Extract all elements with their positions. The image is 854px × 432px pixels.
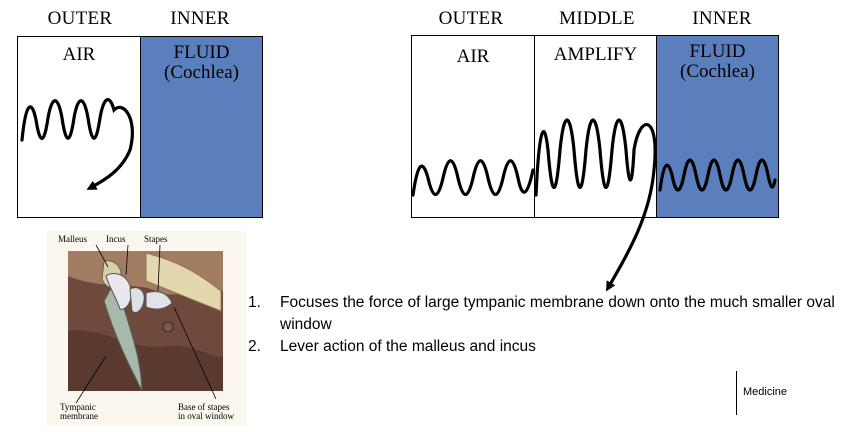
right-fluid-wave xyxy=(660,160,775,190)
label-malleus: Malleus xyxy=(58,234,87,244)
list-item-number: 1. xyxy=(248,292,261,314)
label-base-line2: in oval window xyxy=(178,411,234,421)
label-stapes: Stapes xyxy=(144,234,168,244)
list-item: 1. Focuses the force of large tympanic m… xyxy=(248,292,838,336)
label-incus: Incus xyxy=(106,234,126,244)
list-item-number: 2. xyxy=(248,336,261,358)
explanation-list: 1. Focuses the force of large tympanic m… xyxy=(248,292,838,358)
label-tympanic-line2: membrane xyxy=(60,411,98,421)
ossicles-illustration: Malleus Incus Stapes Tympanic membrane B… xyxy=(46,231,246,426)
right-amplified-wave xyxy=(536,120,655,288)
ossicles-drawing xyxy=(46,231,246,426)
right-air-wave xyxy=(413,161,533,195)
footer-divider xyxy=(736,371,737,415)
list-item-text: Focuses the force of large tympanic memb… xyxy=(280,294,835,333)
list-item-text: Lever action of the malleus and incus xyxy=(280,338,536,355)
footer-label: Medicine xyxy=(743,386,787,398)
left-air-wave xyxy=(22,100,132,188)
list-item: 2. Lever action of the malleus and incus xyxy=(248,336,838,358)
